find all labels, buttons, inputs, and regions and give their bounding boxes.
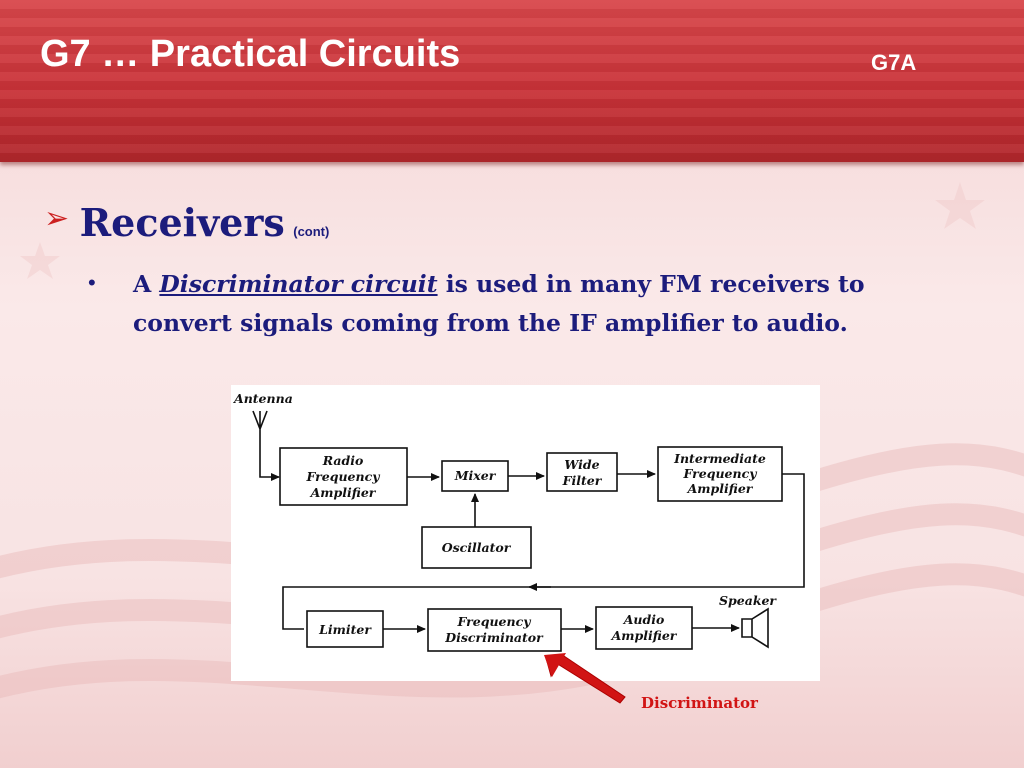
- oscillator-box: [421, 526, 532, 569]
- diagram-svg: Antenna Radio Frequency Amplifier Mixer …: [233, 391, 805, 652]
- freq-disc-label-2: Discriminator: [444, 630, 544, 645]
- banner-stripes: [0, 0, 1024, 162]
- callout-arrow-icon: [544, 653, 626, 704]
- bullet-tail: is used in many FM receivers to convert …: [133, 270, 865, 337]
- heading-text: Receivers: [79, 200, 285, 245]
- bullet-dot-icon: •: [88, 270, 96, 295]
- antenna-icon: [252, 410, 279, 477]
- bullet-arrow-icon: ➢: [44, 201, 70, 236]
- bullet-lead: A: [133, 270, 160, 298]
- wide-filter-label-2: Filter: [562, 473, 603, 488]
- section-heading: ➢ Receivers (cont): [44, 200, 329, 245]
- rf-amp-label-3: Amplifier: [310, 485, 377, 500]
- discriminator-callout-label: Discriminator: [641, 694, 758, 712]
- speaker-label: Speaker: [719, 593, 777, 608]
- mixer-label: Mixer: [454, 468, 497, 483]
- rf-amp-label-2: Frequency: [306, 469, 381, 484]
- bullet-term: Discriminator circuit: [159, 270, 438, 298]
- freq-disc-box: [427, 608, 562, 652]
- fm-receiver-block-diagram: Antenna Radio Frequency Amplifier Mixer …: [231, 385, 820, 681]
- slide-title: G7 … Practical Circuits: [40, 33, 461, 75]
- audio-amp-label-2: Amplifier: [611, 628, 678, 643]
- speaker-icon: [741, 607, 769, 649]
- bullet-text: A Discriminator circuit is used in many …: [133, 265, 933, 343]
- wide-filter-label-1: Wide: [564, 457, 599, 472]
- wide-filter-box: [546, 452, 618, 492]
- audio-amp-label-1: Audio: [623, 612, 665, 627]
- title-banner: G7 … Practical Circuits G7A: [0, 0, 1024, 162]
- antenna-label: Antenna: [233, 391, 293, 406]
- oscillator-label: Oscillator: [442, 540, 512, 555]
- if-amp-label-3: Amplifier: [687, 481, 754, 496]
- rf-amp-label-1: Radio: [322, 453, 364, 468]
- if-amp-label-2: Frequency: [683, 466, 758, 481]
- freq-disc-label-1: Frequency: [457, 614, 532, 629]
- limiter-label: Limiter: [318, 622, 372, 637]
- if-amp-label-1: Intermediate: [673, 451, 766, 466]
- heading-suffix: (cont): [293, 224, 330, 239]
- section-code: G7A: [871, 50, 917, 75]
